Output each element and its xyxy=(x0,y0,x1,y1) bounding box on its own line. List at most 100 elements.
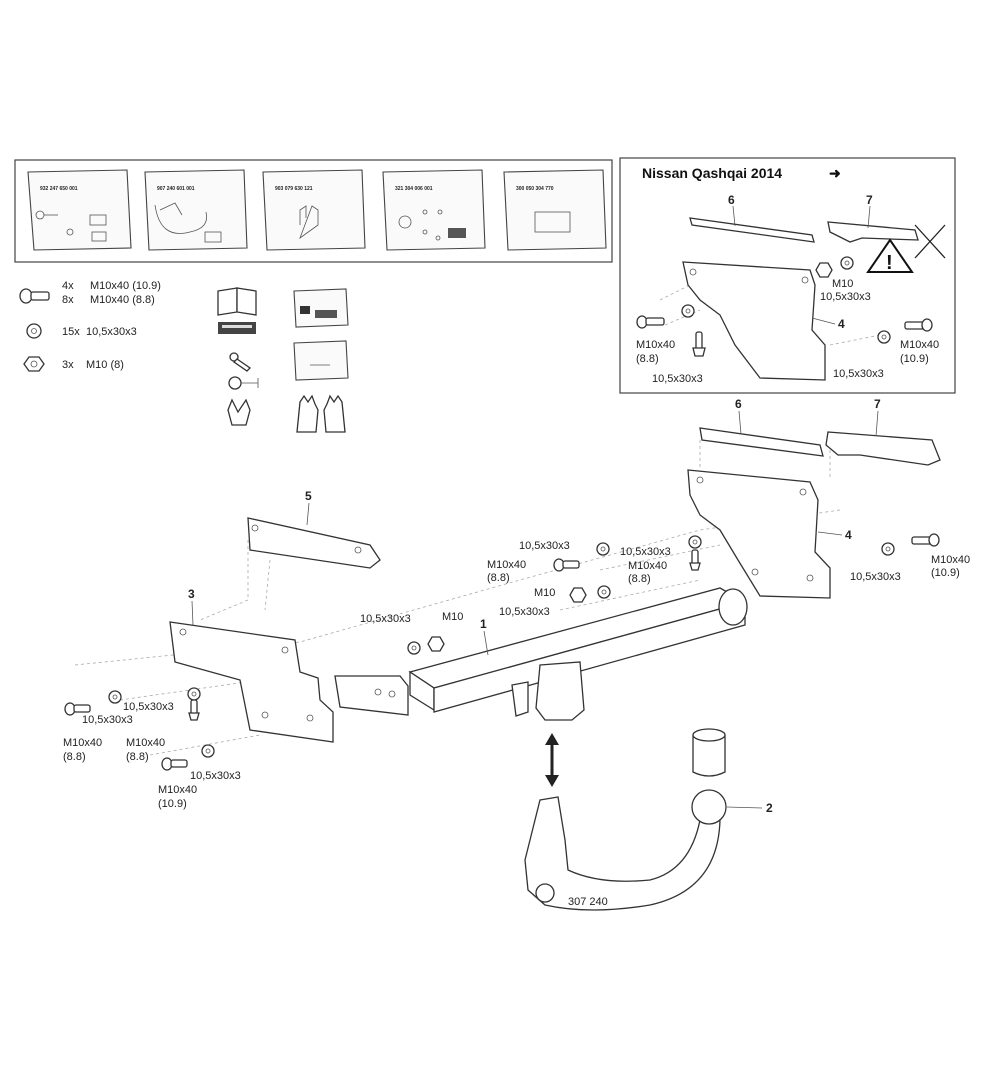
inset-drawing: ! xyxy=(636,217,946,381)
nut-icon xyxy=(427,636,445,652)
hardware-legend: 4x M10x40 (10.9) 8x M10x40 (8.8) 15x 10,… xyxy=(19,280,161,372)
legend-qty: 3x xyxy=(62,359,74,371)
washer-icon xyxy=(597,585,611,599)
kit-part-number: 321 304 006 001 xyxy=(395,186,433,192)
callout-3: 3 xyxy=(188,587,195,601)
bracket-5 xyxy=(247,517,381,569)
callout-5: 5 xyxy=(305,489,312,503)
bolt-icon xyxy=(689,549,701,571)
bolt-icon xyxy=(904,318,933,332)
label-bolt-grade: (10.9) xyxy=(931,567,960,579)
label-washer-size: 10,5x30x3 xyxy=(820,291,871,303)
label-bolt-grade: (8.8) xyxy=(636,353,659,365)
label-nut-size: M10 xyxy=(832,278,853,290)
callout-2: 2 xyxy=(766,801,773,815)
washer-icon xyxy=(26,323,42,339)
no-cross-icon xyxy=(914,224,946,259)
legend-spec: M10x40 (8.8) xyxy=(90,294,155,306)
inset-side-plate-4 xyxy=(682,261,826,381)
callout-7: 7 xyxy=(866,193,873,207)
bracket-7 xyxy=(825,431,941,466)
bolt-icon xyxy=(636,315,665,329)
kit-card-2: 907 240 601 001 xyxy=(144,169,248,251)
washer-icon xyxy=(840,256,854,270)
clip-icon xyxy=(227,398,251,426)
label-washer-size: 10,5x30x3 xyxy=(499,606,550,618)
bolt-icon xyxy=(64,702,91,716)
label-bolt-size: M10x40 xyxy=(487,559,526,571)
label-washer-size: 10,5x30x3 xyxy=(652,373,703,385)
kit-card-5: 300 050 304 770 xyxy=(503,169,607,251)
label-washer-size: 10,5x30x3 xyxy=(850,571,901,583)
label-bolt-size: M10x40 xyxy=(900,339,939,351)
label-nut-size: M10 xyxy=(442,611,463,623)
kit-card-3: 903 079 630 121 xyxy=(262,169,366,251)
nut-icon xyxy=(23,356,45,372)
washer-icon xyxy=(688,535,702,549)
legend-spec: 10,5x30x3 xyxy=(86,326,137,338)
label-bolt-grade: (8.8) xyxy=(487,572,510,584)
sticker-card-icon xyxy=(293,288,349,328)
kit-part-number: 932 247 650 001 xyxy=(40,186,78,192)
label-bolt-size: M10x40 xyxy=(126,737,165,749)
label-washer-size: 10,5x30x3 xyxy=(82,714,133,726)
washer-icon xyxy=(596,542,610,556)
legend-qty: 15x xyxy=(62,326,80,338)
label-bolt-size: M10x40 xyxy=(628,560,667,572)
hitch-receiver xyxy=(535,661,585,721)
side-plate-4 xyxy=(687,469,831,599)
washer-icon xyxy=(881,542,895,556)
label-washer-size: 10,5x30x3 xyxy=(620,546,671,558)
inset-bracket-7 xyxy=(827,221,919,243)
label-washer-size: 10,5x30x3 xyxy=(123,701,174,713)
inset-title: Nissan Qashqai 2014 xyxy=(642,165,782,181)
bracket-6 xyxy=(699,427,824,457)
kit-part-number: 907 240 601 001 xyxy=(157,186,195,192)
washer-icon xyxy=(108,690,122,704)
bolt-icon xyxy=(553,558,580,572)
label-bolt-size: M10x40 xyxy=(158,784,197,796)
bolt-icon xyxy=(19,288,50,304)
label-washer-size: 10,5x30x3 xyxy=(190,770,241,782)
bolt-icon xyxy=(161,757,188,771)
legend-spec: M10 (8) xyxy=(86,359,124,371)
callout-6: 6 xyxy=(735,397,742,411)
washer-icon xyxy=(681,304,695,318)
warning-icon: ! xyxy=(866,238,914,274)
kit-card-1: 932 247 650 001 xyxy=(27,169,132,251)
accessories-group xyxy=(217,287,349,433)
washer-icon xyxy=(201,744,215,758)
label-bolt-grade: (8.8) xyxy=(126,751,149,763)
gloves-icon xyxy=(296,394,346,433)
manual-book-icon xyxy=(217,287,257,316)
callout-1: 1 xyxy=(480,617,487,631)
inset-bracket-6 xyxy=(689,217,815,243)
main-drawing: 307 240 xyxy=(64,427,941,911)
bolt-icon xyxy=(911,533,940,547)
bolt-icon xyxy=(188,699,200,721)
kit-part-number: 300 050 304 770 xyxy=(516,186,554,192)
label-bolt-grade: (8.8) xyxy=(628,573,651,585)
label-washer-size: 10,5x30x3 xyxy=(833,368,884,380)
callout-7: 7 xyxy=(874,397,881,411)
lock-key-icon xyxy=(228,376,259,390)
legend-qty: 8x xyxy=(62,294,74,306)
legend-qty: 4x xyxy=(62,280,74,292)
label-bolt-size: M10x40 xyxy=(931,554,970,566)
washer-icon xyxy=(877,330,891,344)
label-washer-size: 10,5x30x3 xyxy=(519,540,570,552)
tow-ball-2: 307 240 xyxy=(524,728,727,911)
label-sticker-icon xyxy=(218,322,256,334)
callout-6: 6 xyxy=(728,193,735,207)
label-bolt-grade: (10.9) xyxy=(900,353,929,365)
tow-ball-marking: 307 240 xyxy=(568,896,608,908)
callout-4: 4 xyxy=(838,317,845,331)
label-nut-size: M10 xyxy=(534,587,555,599)
nut-icon xyxy=(569,587,587,603)
callout-4: 4 xyxy=(845,528,852,542)
label-bolt-grade: (10.9) xyxy=(158,798,187,810)
key-icon xyxy=(229,352,252,372)
envelope-card-icon xyxy=(293,340,349,381)
legend-spec: M10x40 (10.9) xyxy=(90,280,161,292)
